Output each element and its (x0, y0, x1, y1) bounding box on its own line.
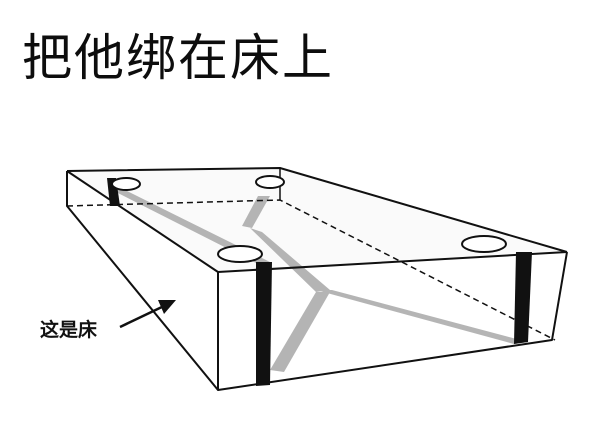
meme-title: 把他绑在床上 (22, 29, 334, 87)
bed-post-icon (111, 177, 141, 191)
bed-label: 这是床 (40, 319, 98, 341)
straps (107, 178, 532, 386)
post-holes (111, 175, 507, 263)
bed-top-surface (67, 168, 567, 272)
bed-outline (66, 167, 568, 391)
arrow-icon (119, 300, 176, 329)
strap-shadows (112, 190, 528, 372)
